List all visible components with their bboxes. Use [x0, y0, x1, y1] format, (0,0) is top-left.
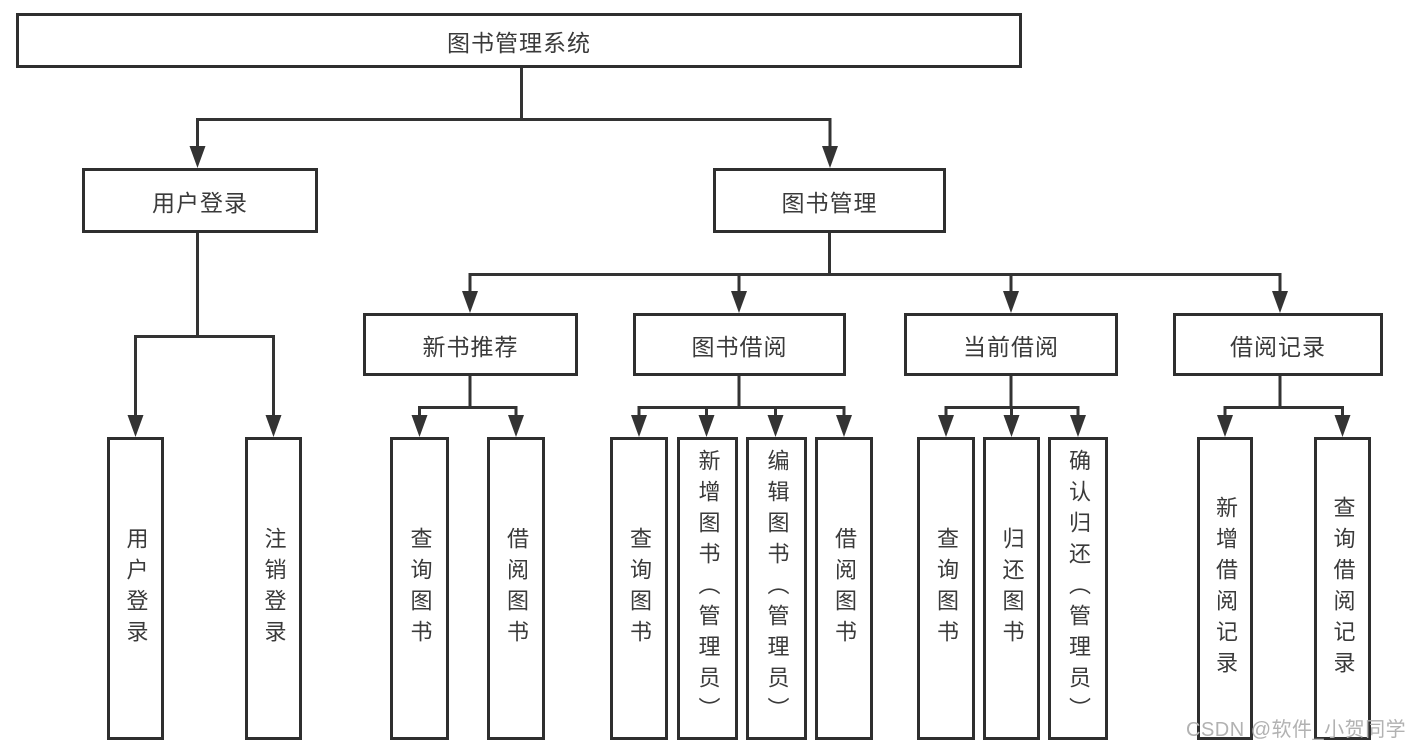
leaf-query-books-recommend: 查询图书 — [390, 437, 449, 740]
watermark-text: CSDN @软件_小贺同学 — [1186, 719, 1405, 741]
node-current-borrowing: 当前借阅 — [904, 313, 1118, 376]
leaf-confirm-return-admin: 确认归还（管理员） — [1048, 437, 1108, 740]
leaf-add-book-admin: 新增图书（管理员） — [677, 437, 738, 740]
leaf-query-borrow-record: 查询借阅记录 — [1314, 437, 1371, 740]
leaf-logout: 注销登录 — [245, 437, 302, 740]
node-borrowing-records: 借阅记录 — [1173, 313, 1383, 376]
leaf-query-books-current: 查询图书 — [917, 437, 975, 740]
leaf-add-borrow-record: 新增借阅记录 — [1197, 437, 1253, 740]
leaf-borrow-books-recommend: 借阅图书 — [487, 437, 545, 740]
leaf-query-books-borrowing: 查询图书 — [610, 437, 668, 740]
leaf-return-books: 归还图书 — [983, 437, 1040, 740]
leaf-edit-book-admin: 编辑图书（管理员） — [746, 437, 807, 740]
node-user-login: 用户登录 — [82, 168, 318, 233]
leaf-borrow-books-borrowing: 借阅图书 — [815, 437, 873, 740]
node-book-management: 图书管理 — [713, 168, 946, 233]
node-new-book-recommend: 新书推荐 — [363, 313, 578, 376]
node-book-borrowing: 图书借阅 — [633, 313, 846, 376]
node-library-management-system: 图书管理系统 — [16, 13, 1022, 68]
leaf-user-login: 用户登录 — [107, 437, 164, 740]
